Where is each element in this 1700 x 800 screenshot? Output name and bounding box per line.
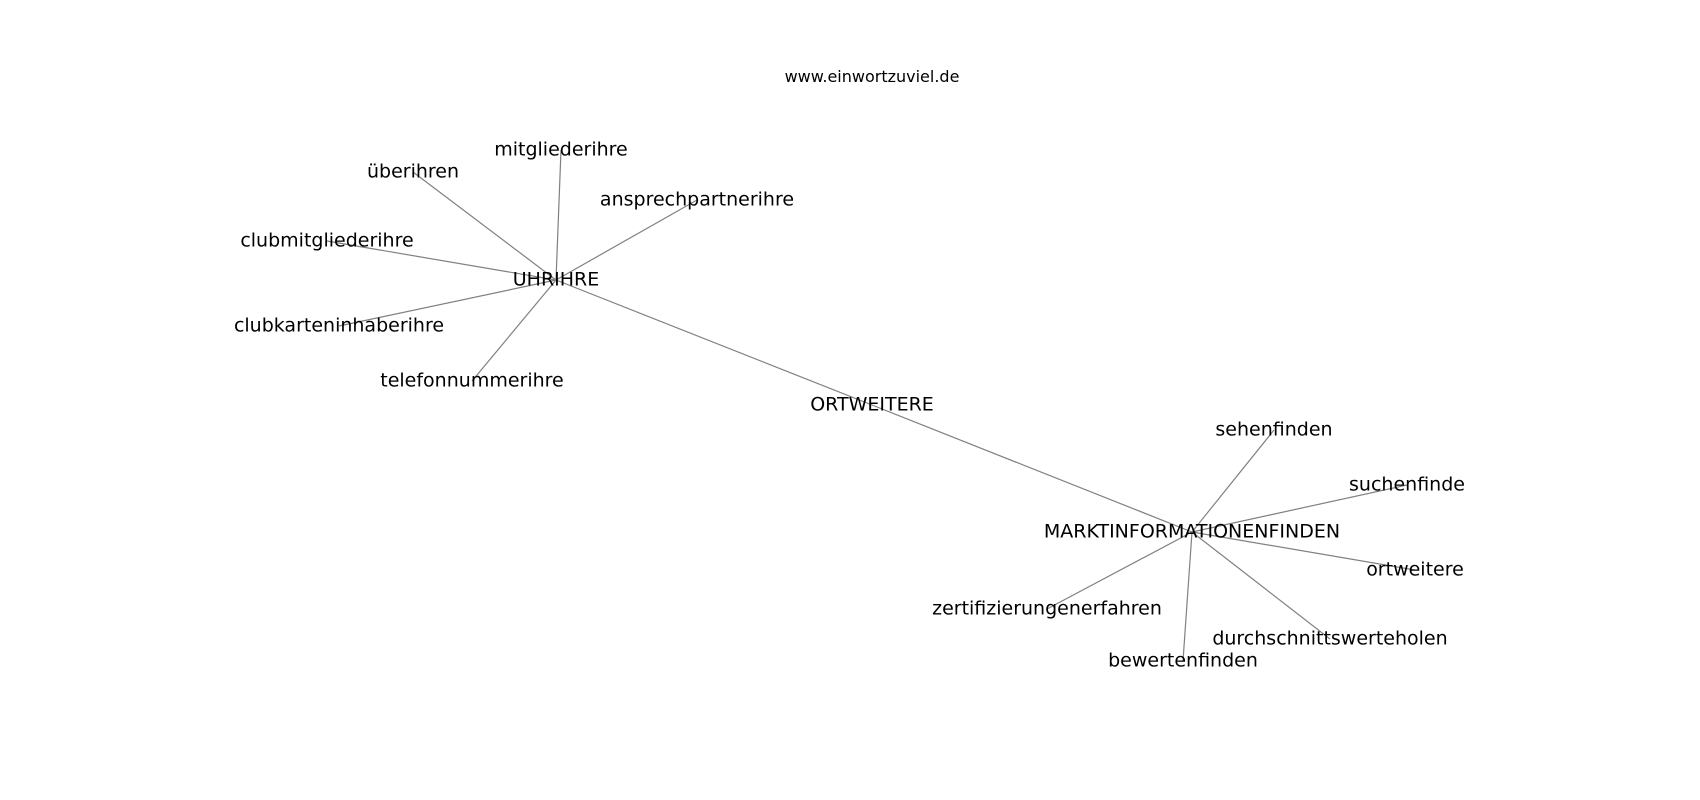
node-label-suchenfinde: suchenfinde xyxy=(1349,474,1465,496)
edge-marktinformationenfinden-zertifizierungenerfahren xyxy=(1046,531,1193,610)
node-label-telefonnummerihre: telefonnummerihre xyxy=(380,370,563,392)
node-label-bewertenfinden: bewertenfinden xyxy=(1108,650,1258,672)
edge-uhrihre-clubmitgliederihre xyxy=(326,240,557,281)
node-label-ueberihren: überihren xyxy=(367,161,459,183)
edge-uhrihre-ansprechpartnerihre xyxy=(555,199,698,281)
node-label-sehenfinden: sehenfinden xyxy=(1215,419,1332,441)
node-label-mitgliederihre: mitgliederihre xyxy=(494,139,628,161)
node-label-uhrihre: UHRIHRE xyxy=(513,269,600,291)
edge-marktinformationenfinden-durchschnittswerteholen xyxy=(1191,531,1331,640)
node-label-zertifizierungenerfahren: zertifizierungenerfahren xyxy=(932,598,1162,620)
node-label-ortweitere_hub: ORTWEITERE xyxy=(810,394,934,416)
graph-nodes: UHRIHRE ORTWEITERE MARKTINFORMATIONENFINDE… xyxy=(234,139,1465,672)
graph-edges xyxy=(326,149,1416,662)
edge-ortweitere_hub-marktinformationenfinden xyxy=(871,404,1193,533)
node-label-durchschnittswerteholen: durchschnittswerteholen xyxy=(1212,628,1447,650)
edge-uhrihre-telefonnummerihre xyxy=(471,279,557,382)
node-label-marktinformationenfinden: MARKTINFORMATIONENFINDEN xyxy=(1044,521,1340,543)
edge-marktinformationenfinden-suchenfinde xyxy=(1191,484,1408,533)
edge-marktinformationenfinden-bewertenfinden xyxy=(1182,531,1193,662)
edge-uhrihre-clubkarteninhaberihre xyxy=(338,279,557,327)
site-title: www.einwortzuviel.de xyxy=(785,67,960,86)
edge-uhrihre-ortweitere_hub xyxy=(555,279,873,406)
edge-marktinformationenfinden-sehenfinden xyxy=(1191,429,1275,533)
edge-marktinformationenfinden-ortweitere xyxy=(1191,531,1416,571)
node-label-clubkarteninhaberihre: clubkarteninhaberihre xyxy=(234,315,444,337)
node-label-ortweitere: ortweitere xyxy=(1366,559,1464,581)
edge-uhrihre-mitgliederihre xyxy=(555,149,562,281)
node-label-clubmitgliederihre: clubmitgliederihre xyxy=(240,230,413,252)
edge-uhrihre-ueberihren xyxy=(412,171,557,281)
node-label-ansprechpartnerihre: ansprechpartnerihre xyxy=(600,189,794,211)
